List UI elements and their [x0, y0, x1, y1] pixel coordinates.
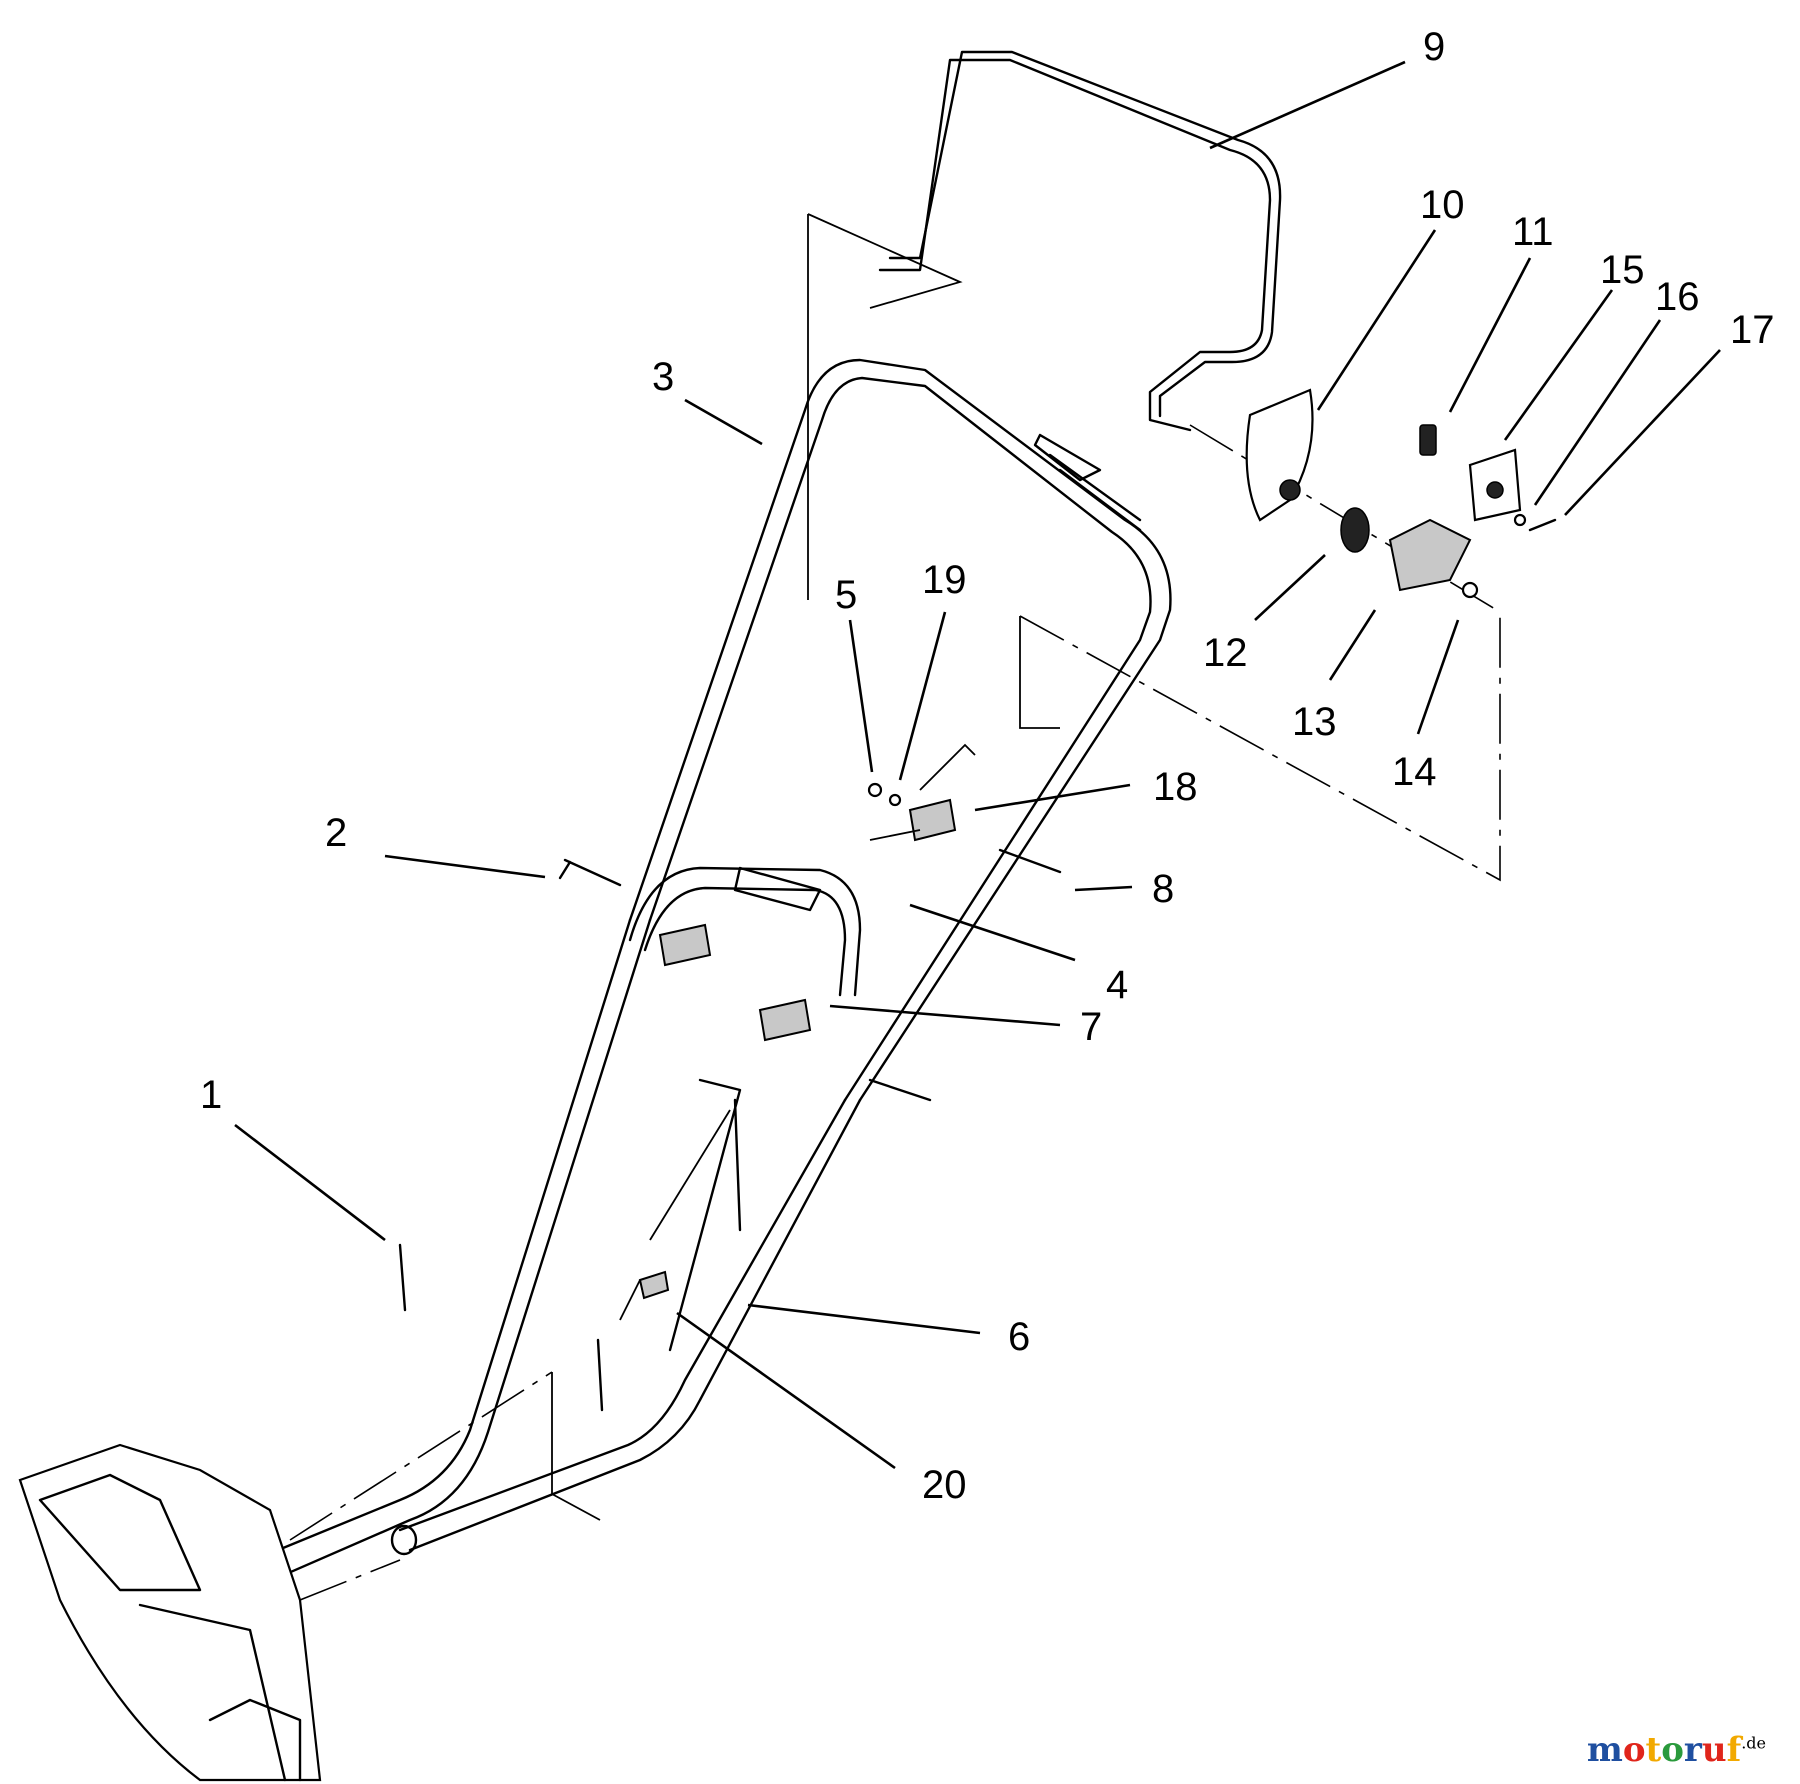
callout-20: 20 [922, 1463, 967, 1507]
callout-17: 17 [1730, 308, 1775, 352]
leader-lines [234, 60, 1721, 1470]
leader-14 [1416, 619, 1460, 735]
callout-1: 1 [200, 1073, 222, 1117]
callout-6: 6 [1008, 1315, 1030, 1359]
mower-housing [18, 1443, 322, 1782]
leader-13 [1328, 609, 1377, 681]
callout-16: 16 [1655, 275, 1700, 319]
leader-2 [384, 854, 546, 879]
callout-7: 7 [1080, 1005, 1102, 1049]
leader-15 [1503, 289, 1614, 441]
leader-11 [1448, 257, 1532, 413]
watermark-logo: motoruf.de [1587, 1730, 1766, 1770]
leader-20 [676, 1311, 896, 1470]
leader-17 [1564, 349, 1721, 516]
leader-10 [1316, 229, 1437, 411]
callout-8: 8 [1152, 867, 1174, 911]
leader-9 [1209, 60, 1406, 150]
leader-6 [747, 1303, 981, 1335]
callout-12: 12 [1203, 631, 1248, 675]
callout-4: 4 [1106, 963, 1128, 1007]
callout-18: 18 [1153, 765, 1198, 809]
leader-4 [909, 903, 1076, 962]
leader-8 [1074, 885, 1133, 892]
callout-2: 2 [325, 811, 347, 855]
watermark-tld: .de [1741, 1733, 1766, 1753]
lower-handle [194, 866, 862, 1608]
callout-11: 11 [1512, 210, 1554, 254]
callout-labels: 1 2 3 4 5 6 7 8 9 10 11 12 13 14 15 16 1… [200, 25, 1775, 1507]
callout-14: 14 [1392, 750, 1437, 794]
upper-handle [628, 358, 1172, 1102]
leader-12 [1254, 554, 1326, 621]
leader-7 [829, 1004, 1061, 1027]
callout-5: 5 [835, 573, 857, 617]
callout-19: 19 [922, 558, 967, 602]
leader-5 [848, 619, 874, 773]
leader-18 [974, 783, 1131, 812]
leader-16 [1533, 319, 1662, 506]
projection-lines [289, 213, 1501, 1601]
leader-1 [234, 1123, 386, 1242]
callout-13: 13 [1292, 700, 1337, 744]
callout-9: 9 [1423, 25, 1445, 69]
control-bail [878, 50, 1282, 432]
watermark-text: motoruf [1586, 1730, 1742, 1770]
hardware [398, 388, 1557, 1412]
callout-10: 10 [1420, 183, 1465, 227]
leader-19 [898, 611, 947, 781]
leader-3 [684, 398, 763, 446]
callout-15: 15 [1600, 248, 1645, 292]
callout-3: 3 [652, 355, 674, 399]
